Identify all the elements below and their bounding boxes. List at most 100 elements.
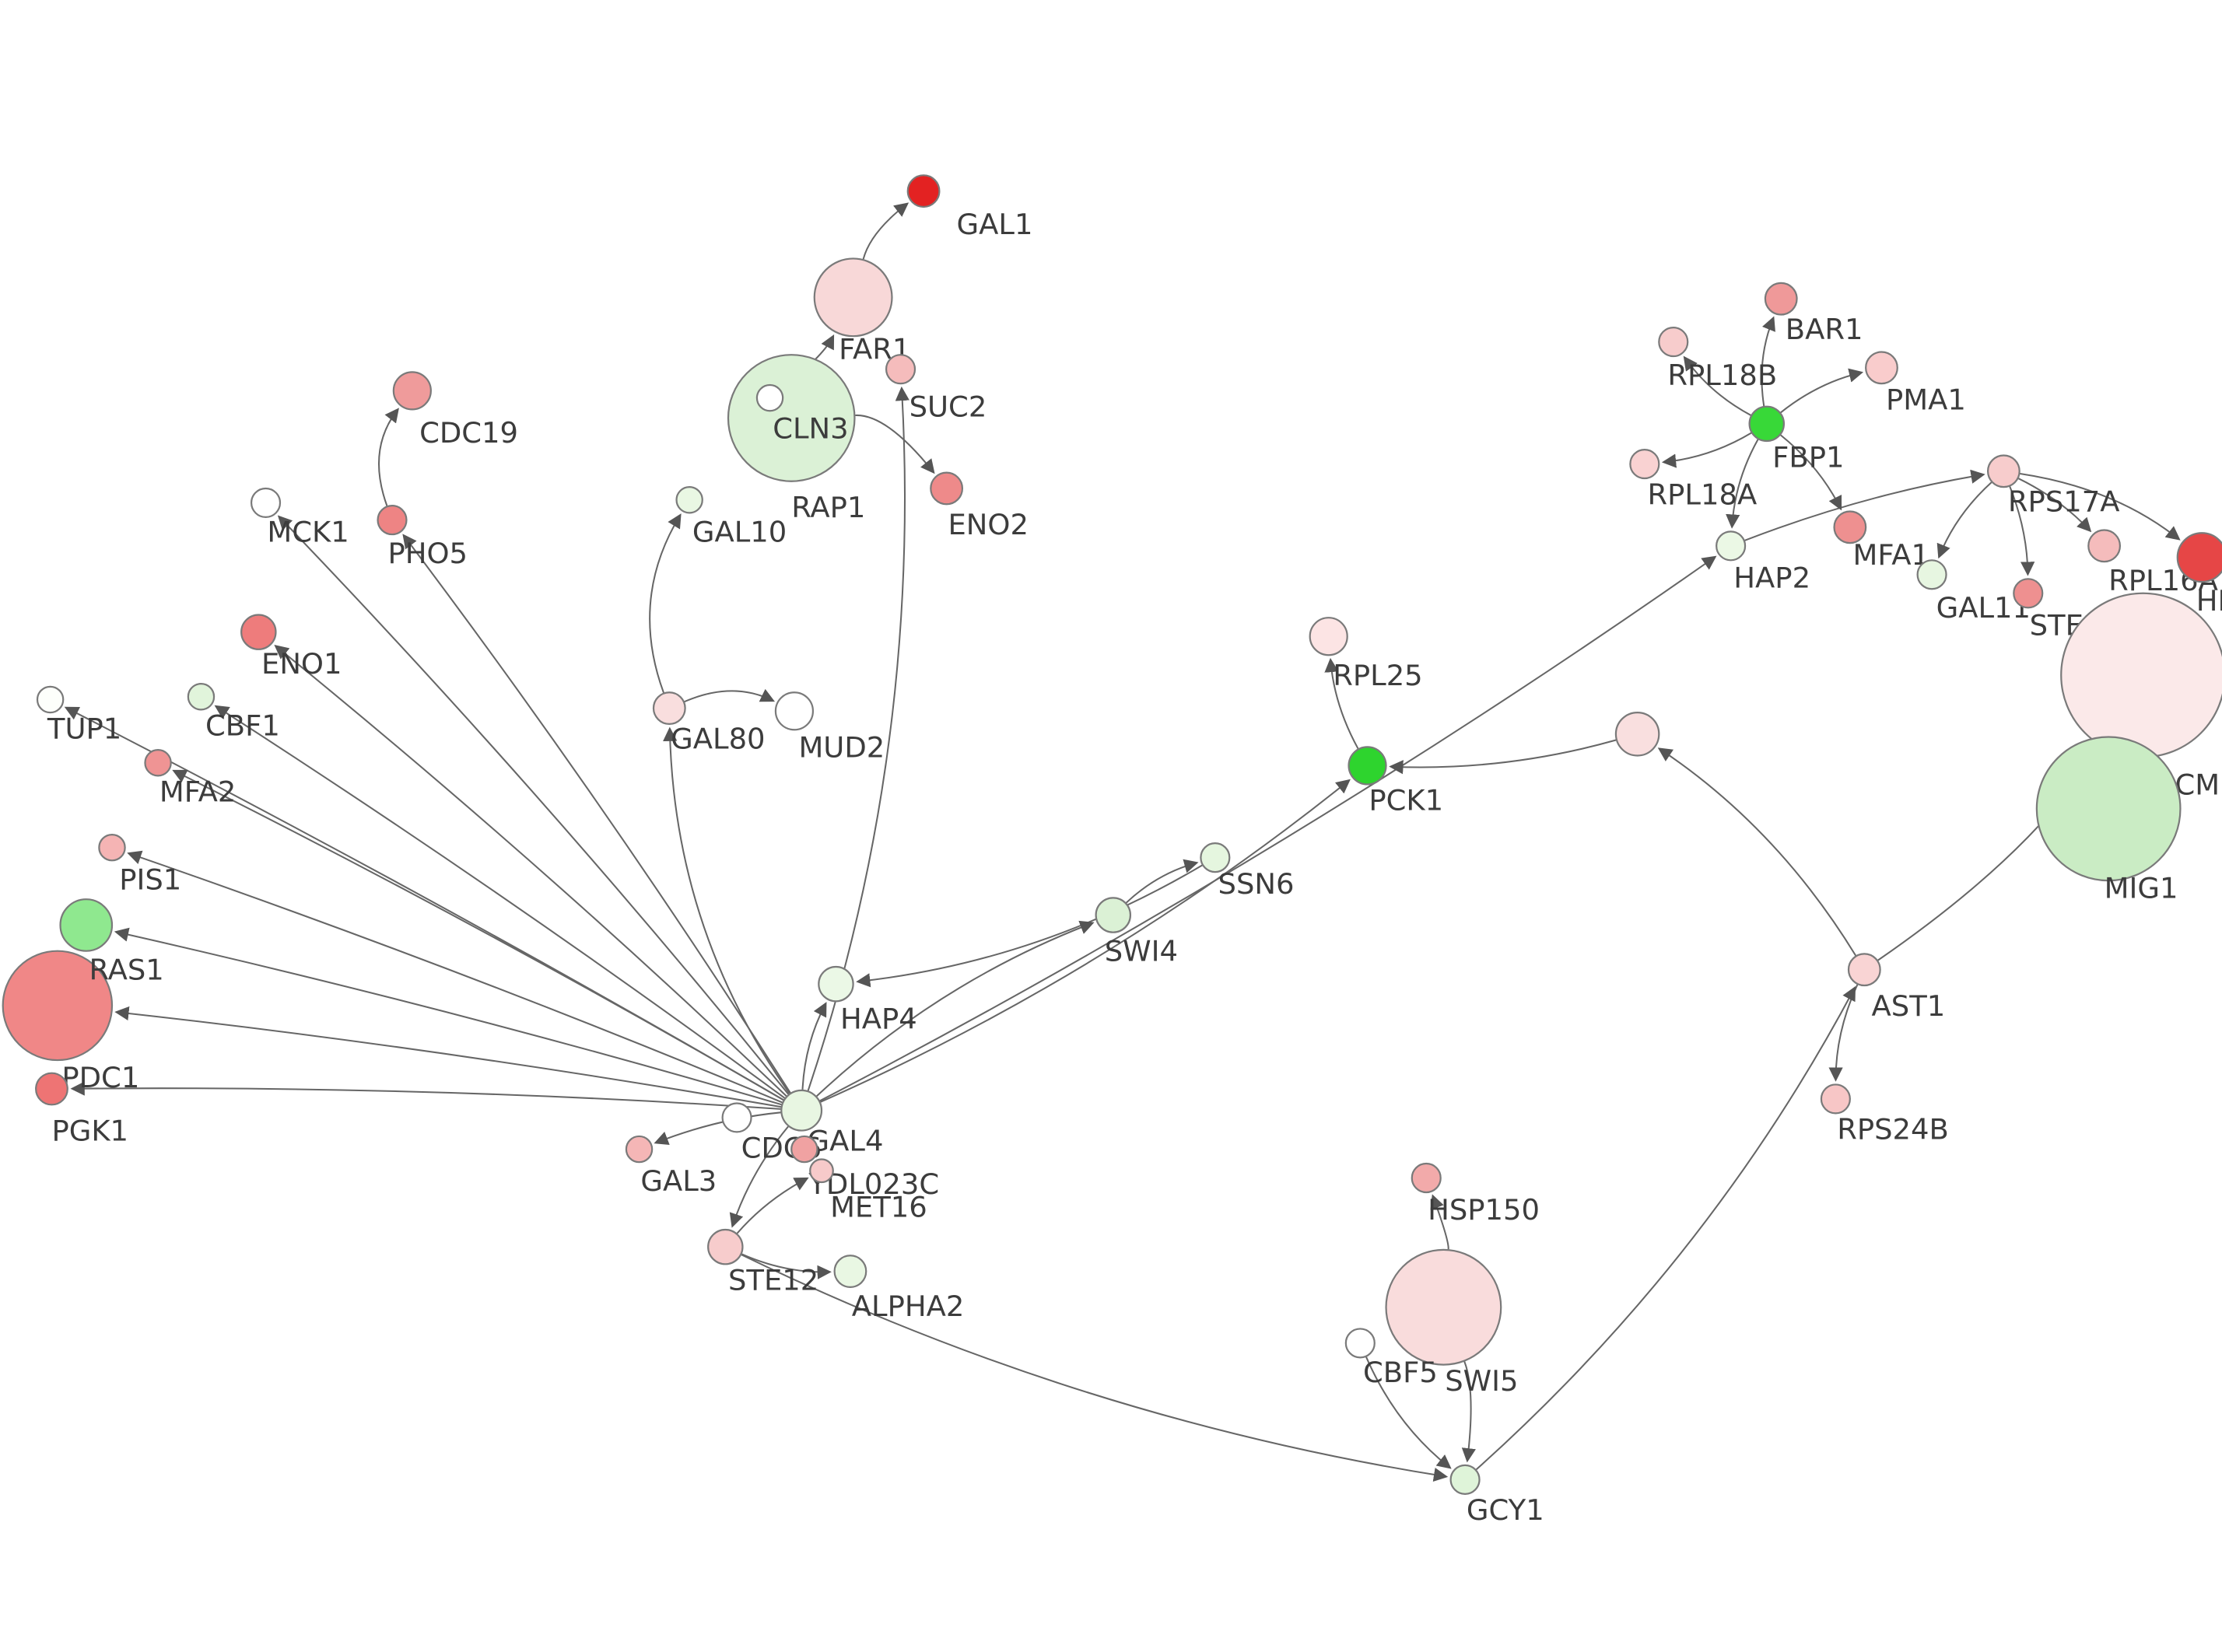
node-HSP150[interactable] — [1411, 1162, 1442, 1194]
node-SWI4[interactable] — [1095, 897, 1132, 933]
edge-FAR1-GAL1 — [862, 202, 909, 260]
node-MUD2[interactable] — [774, 691, 815, 731]
node-BAR1[interactable] — [1764, 282, 1798, 316]
edge-RAP1-ENO2 — [855, 414, 935, 474]
node-label-ALPHA2: ALPHA2 — [852, 1290, 965, 1323]
node-CBF1[interactable] — [187, 683, 216, 711]
edge-CBF5-GCY1 — [1365, 1356, 1452, 1469]
node-CBF5[interactable] — [1344, 1328, 1376, 1359]
node-PCK1[interactable] — [1348, 746, 1387, 786]
node-CDC19[interactable] — [392, 371, 432, 411]
node-PIS1[interactable] — [98, 833, 126, 862]
node-SSN6[interactable] — [1200, 842, 1231, 873]
node-MCM1[interactable] — [2060, 592, 2222, 758]
node-MCK1[interactable] — [250, 487, 282, 519]
node-label-CBF5: CBF5 — [1363, 1356, 1438, 1389]
edge-N1-PCK1 — [1389, 739, 1617, 775]
node-RPL18A[interactable] — [1629, 448, 1660, 480]
edge-GAL4-PCK1 — [820, 779, 1351, 1103]
node-label-BAR1: BAR1 — [1786, 313, 1863, 346]
node-label-SUC2: SUC2 — [909, 390, 987, 424]
node-GCY1[interactable] — [1449, 1464, 1481, 1495]
edge-GAL4-GAL80 — [663, 726, 790, 1094]
edge-GAL4-MFA2 — [172, 769, 784, 1101]
edge-GAL4-PGK1 — [70, 1081, 781, 1110]
node-RPS24B[interactable] — [1820, 1083, 1851, 1115]
edge-STE12-MET16 — [736, 1177, 809, 1234]
node-label-HSP150: HSP150 — [1428, 1193, 1540, 1227]
edge-GCY1-AST1 — [1475, 985, 1856, 1471]
edge-GAL4-PHO5 — [402, 534, 791, 1094]
node-HAP4[interactable] — [818, 965, 854, 1003]
node-CDC6[interactable] — [721, 1102, 752, 1133]
edge-PCK1-RPL25 — [1324, 657, 1359, 750]
node-FBP1[interactable] — [1748, 405, 1786, 443]
node-RPL16A[interactable] — [2087, 529, 2122, 563]
node-label-PIS1: PIS1 — [119, 863, 181, 896]
node-label-PHO5: PHO5 — [387, 537, 468, 570]
edge-RPS17A-RPL16A — [2017, 478, 2092, 533]
node-MFA2[interactable] — [144, 749, 172, 777]
edge-GAL4-HAP4 — [801, 1002, 827, 1090]
node-STE2[interactable] — [2013, 578, 2044, 609]
node-CLN3[interactable] — [755, 383, 784, 412]
node-GAL80[interactable] — [652, 691, 686, 725]
node-label-CBF1: CBF1 — [205, 709, 280, 743]
node-GAL1[interactable] — [906, 174, 941, 208]
node-label-GAL4: GAL4 — [808, 1124, 884, 1157]
node-AST1[interactable] — [1847, 953, 1881, 987]
node-MET16[interactable] — [809, 1158, 834, 1184]
node-GAL10[interactable] — [675, 486, 703, 514]
edge-RPS17A-STE2 — [2009, 486, 2035, 576]
node-GAL3[interactable] — [625, 1135, 654, 1164]
node-RAS1[interactable] — [59, 898, 114, 952]
node-FAR1[interactable] — [813, 257, 893, 338]
node-RAP1[interactable] — [727, 354, 856, 482]
node-ENO1[interactable] — [240, 614, 277, 650]
node-ENO2[interactable] — [930, 471, 964, 506]
node-label-SWI5: SWI5 — [1445, 1364, 1518, 1398]
node-RPL25[interactable] — [1309, 617, 1348, 656]
node-PMA1[interactable] — [1865, 351, 1898, 385]
node-label-TUP1: TUP1 — [47, 712, 121, 745]
edge-SWI4-SSN6 — [1125, 859, 1199, 904]
node-label-CLN3: CLN3 — [773, 411, 848, 445]
node-ALPHA2[interactable] — [833, 1255, 867, 1288]
node-MIG1[interactable] — [2035, 736, 2182, 882]
node-SUC2[interactable] — [885, 354, 916, 385]
node-label-MFA2: MFA2 — [159, 775, 236, 809]
edge-GAL80-GAL10 — [649, 513, 682, 693]
edge-SWI5-GCY1 — [1461, 1361, 1476, 1463]
node-label-SWI4: SWI4 — [1105, 935, 1178, 968]
edge-GAL4-HAP2 — [819, 555, 1717, 1102]
node-label-MFA1: MFA1 — [1853, 538, 1929, 572]
edge-RPS17A-GAL11 — [1936, 481, 1992, 559]
node-PDC1[interactable] — [2, 950, 114, 1062]
edge-layer — [64, 202, 2181, 1482]
node-MFA1[interactable] — [1833, 510, 1867, 544]
node-RPS17A[interactable] — [1986, 454, 2020, 488]
node-N1[interactable] — [1614, 711, 1660, 757]
node-label-GAL1: GAL1 — [957, 208, 1033, 241]
node-GAL11[interactable] — [1916, 559, 1947, 590]
node-HIS4[interactable] — [2176, 532, 2222, 583]
node-STE12[interactable] — [707, 1228, 744, 1265]
node-SWI5[interactable] — [1385, 1248, 1502, 1366]
edge-FBP1-RPL18A — [1661, 432, 1752, 468]
edge-AST1-RPS24B — [1828, 984, 1859, 1082]
node-label-MUD2: MUD2 — [798, 730, 885, 764]
node-PGK1[interactable] — [35, 1072, 68, 1106]
node-RPL18B[interactable] — [1658, 326, 1689, 358]
edge-GAL4-MCK1 — [277, 515, 790, 1095]
node-HAP2[interactable] — [1716, 530, 1747, 562]
edge-SSN6-HAP4 — [856, 864, 1203, 988]
node-TUP1[interactable] — [36, 685, 65, 714]
edge-STE12-GCY1 — [741, 1254, 1449, 1482]
edge-GAL4-GAL3 — [654, 1111, 781, 1146]
node-label-GAL80: GAL80 — [671, 722, 765, 755]
node-PHO5[interactable] — [377, 505, 408, 536]
node-GAL4[interactable] — [780, 1089, 823, 1132]
node-label-PMA1: PMA1 — [1886, 383, 1966, 416]
node-YDL023C[interactable] — [790, 1135, 818, 1164]
